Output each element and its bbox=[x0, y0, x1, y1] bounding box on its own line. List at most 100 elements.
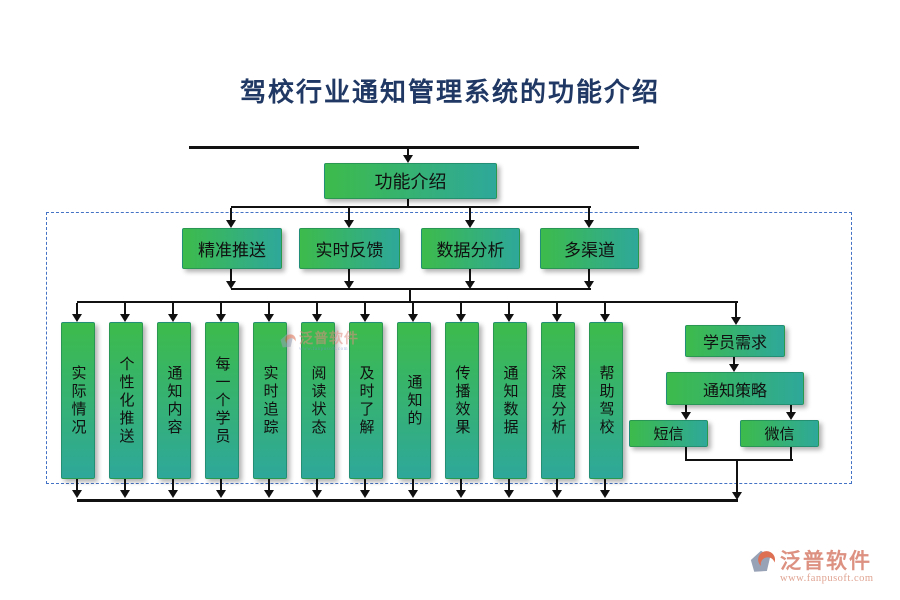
connector-line bbox=[412, 477, 414, 492]
node-level2-1: 实时反馈 bbox=[299, 228, 400, 269]
arrowhead bbox=[584, 220, 594, 228]
node-level3-2: 通知内容 bbox=[157, 322, 191, 479]
connector-line bbox=[508, 303, 510, 316]
arrowhead bbox=[681, 412, 691, 420]
connector-line bbox=[230, 267, 232, 283]
arrowhead bbox=[360, 490, 370, 498]
connector-line bbox=[460, 477, 462, 492]
connector-line bbox=[409, 290, 411, 302]
arrowhead bbox=[552, 490, 562, 498]
footer-brand: 泛普软件 bbox=[780, 549, 872, 573]
footer-logo: 泛普软件 www.fanpusoft.com bbox=[750, 549, 874, 585]
connector-line bbox=[364, 477, 366, 492]
arrowhead bbox=[72, 490, 82, 498]
arrowhead bbox=[456, 314, 466, 322]
connector-line bbox=[316, 477, 318, 492]
connector-line bbox=[556, 477, 558, 492]
node-level3-1: 个性化推送 bbox=[109, 322, 143, 479]
connector-line bbox=[268, 477, 270, 492]
connector-line bbox=[469, 267, 471, 283]
arrowhead bbox=[408, 314, 418, 322]
arrowhead bbox=[403, 155, 413, 163]
arrowhead bbox=[360, 314, 370, 322]
arrowhead bbox=[168, 314, 178, 322]
connector-line bbox=[790, 403, 792, 414]
fanpu-logo-icon bbox=[750, 549, 777, 581]
connector-line bbox=[77, 301, 738, 303]
node-level3-3: 每一个学员 bbox=[205, 322, 239, 479]
page-title: 驾校行业通知管理系统的功能介绍 bbox=[239, 78, 660, 107]
connector-line bbox=[508, 477, 510, 492]
node-level3-5: 阅读状态 bbox=[301, 322, 335, 479]
connector-line bbox=[364, 303, 366, 316]
connector-line bbox=[348, 267, 350, 283]
connector-line bbox=[556, 303, 558, 316]
connector-line bbox=[124, 303, 126, 316]
connector-line bbox=[604, 303, 606, 316]
connector-line bbox=[124, 477, 126, 492]
node-level3-0: 实际情况 bbox=[61, 322, 95, 479]
connector-line bbox=[231, 288, 591, 290]
connector-line bbox=[469, 208, 471, 221]
arrowhead bbox=[552, 314, 562, 322]
connector-line bbox=[733, 355, 735, 366]
arrowhead bbox=[226, 220, 236, 228]
arrowhead bbox=[504, 490, 514, 498]
connector-line bbox=[172, 303, 174, 316]
node-root: 功能介绍 bbox=[324, 163, 497, 199]
node-student-needs: 学员需求 bbox=[685, 325, 785, 357]
node-level3-9: 通知数据 bbox=[493, 322, 527, 479]
connector-line bbox=[407, 149, 409, 157]
arrowhead bbox=[264, 314, 274, 322]
node-sms: 短信 bbox=[629, 420, 708, 447]
node-level3-10: 深度分析 bbox=[541, 322, 575, 479]
connector-line bbox=[407, 197, 409, 208]
arrowhead bbox=[729, 364, 739, 372]
arrowhead bbox=[312, 490, 322, 498]
connector-line bbox=[77, 499, 738, 502]
arrowhead bbox=[216, 314, 226, 322]
arrowhead bbox=[264, 490, 274, 498]
group-frame bbox=[46, 212, 852, 484]
connector-line bbox=[735, 303, 737, 319]
arrowhead bbox=[600, 314, 610, 322]
node-level3-4: 实时追踪 bbox=[253, 322, 287, 479]
node-level2-2: 数据分析 bbox=[421, 228, 520, 269]
arrowhead bbox=[504, 314, 514, 322]
connector-line bbox=[189, 146, 639, 149]
connector-line bbox=[460, 303, 462, 316]
connector-line bbox=[790, 445, 792, 461]
connector-line bbox=[588, 267, 590, 283]
connector-line bbox=[268, 303, 270, 316]
arrowhead bbox=[168, 490, 178, 498]
node-level2-0: 精准推送 bbox=[182, 228, 282, 269]
node-level3-7: 通知的 bbox=[397, 322, 431, 479]
arrowhead bbox=[120, 314, 130, 322]
arrowhead bbox=[584, 281, 594, 289]
connector-line bbox=[412, 303, 414, 316]
arrowhead bbox=[226, 281, 236, 289]
arrowhead bbox=[120, 490, 130, 498]
connector-line bbox=[316, 303, 318, 316]
connector-line bbox=[230, 208, 232, 221]
footer-url: www.fanpusoft.com bbox=[780, 573, 874, 585]
arrowhead bbox=[731, 317, 741, 325]
node-level3-8: 传播效果 bbox=[445, 322, 479, 479]
connector-line bbox=[220, 303, 222, 316]
node-level3-11: 帮助驾校 bbox=[589, 322, 623, 479]
connector-line bbox=[686, 459, 793, 461]
arrowhead bbox=[456, 490, 466, 498]
node-level2-3: 多渠道 bbox=[540, 228, 639, 269]
arrowhead bbox=[72, 314, 82, 322]
arrowhead bbox=[786, 412, 796, 420]
connector-line bbox=[685, 445, 687, 461]
connector-line bbox=[76, 303, 78, 316]
connector-line bbox=[588, 208, 590, 221]
arrowhead bbox=[465, 220, 475, 228]
connector-line bbox=[736, 461, 738, 494]
connector-line bbox=[231, 206, 591, 208]
arrowhead bbox=[732, 492, 742, 500]
connector-line bbox=[220, 477, 222, 492]
arrowhead bbox=[344, 220, 354, 228]
